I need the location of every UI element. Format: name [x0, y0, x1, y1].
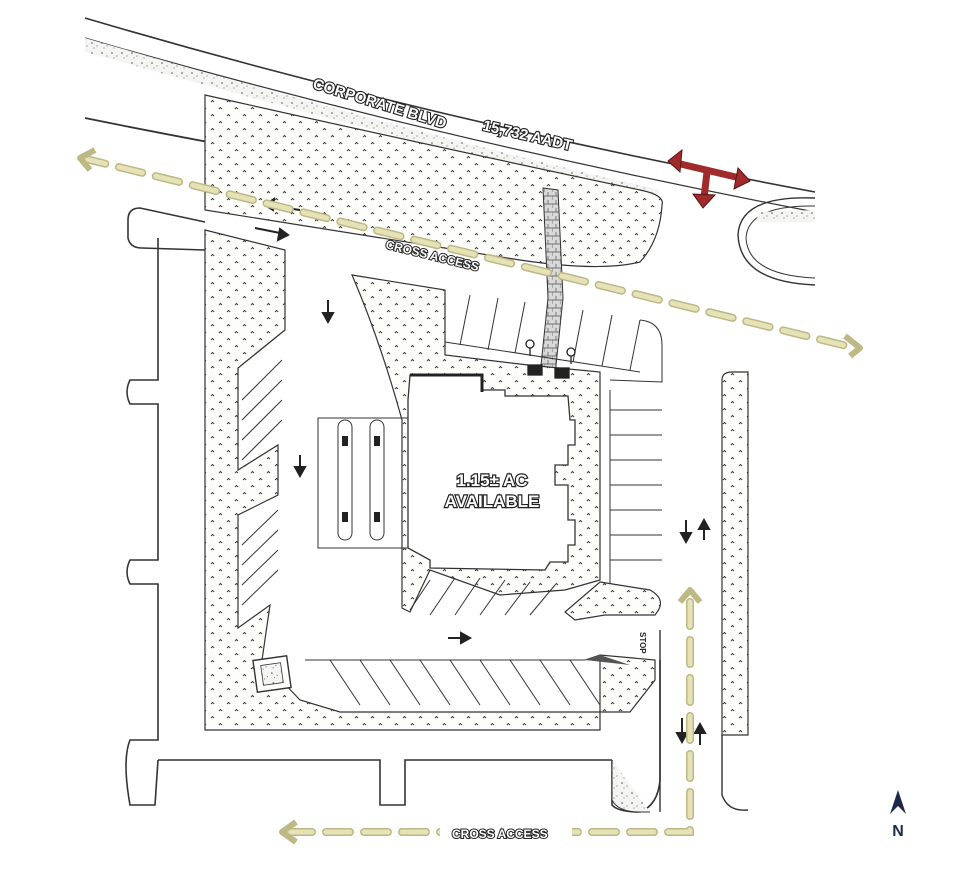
north-arrow-label: N	[892, 823, 904, 840]
west-parking-stalls	[237, 329, 286, 606]
south-parking-stalls	[305, 577, 601, 706]
southeast-hatch	[585, 655, 630, 665]
road-shoulder	[85, 38, 660, 200]
drive-thru-area	[317, 417, 409, 549]
site-availability: AVAILABLE	[445, 492, 540, 511]
stop-sign-text: STOP	[638, 632, 647, 654]
east-parking-stalls	[609, 390, 662, 590]
road-traffic-count: 15,732 AADT	[481, 117, 574, 154]
cross-access-south: CROSS ACCESS	[279, 587, 703, 845]
ada-symbols	[525, 339, 576, 379]
east-curb-island	[564, 581, 661, 621]
site-acreage: 1.15± AC	[456, 471, 527, 490]
building-canopy	[410, 373, 484, 392]
east-median	[737, 197, 816, 286]
north-arrow-icon: N	[890, 790, 906, 840]
full-access-icon	[667, 148, 751, 209]
building-footprint	[407, 374, 576, 571]
cross-access-south-label: CROSS ACCESS	[452, 827, 548, 841]
east-road	[611, 371, 749, 813]
west-landscape	[204, 229, 656, 731]
dumpster-enclosure	[252, 654, 292, 694]
